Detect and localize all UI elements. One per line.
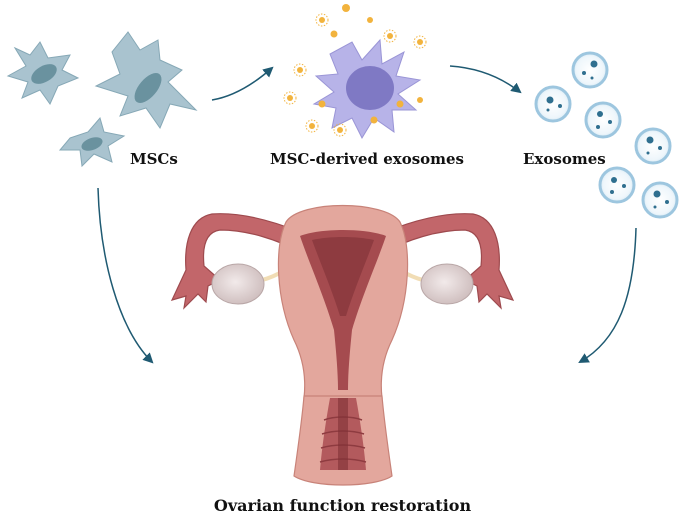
arrow-exosomes-to-ovary <box>578 227 637 364</box>
label-mscs: MSCs <box>130 150 178 168</box>
vesicle-dots <box>287 4 423 133</box>
exosome-5 <box>598 166 636 204</box>
msc-cell-left <box>6 41 80 106</box>
ovary-right <box>420 263 474 305</box>
msc-cell-center <box>94 31 198 130</box>
arrow-mscs-to-exosome-cell <box>211 66 274 101</box>
label-msc-derived-exosomes: MSC-derived exosomes <box>270 150 465 168</box>
ovary-left <box>211 263 265 305</box>
exosome-2 <box>534 85 572 123</box>
exosome-6 <box>641 181 679 219</box>
fallopian-tube-right <box>384 213 515 310</box>
msc-cell-bottom <box>58 116 126 168</box>
arrow-exosome-cell-to-exosomes <box>449 65 522 94</box>
uterus-illustration <box>170 204 515 486</box>
exosome-secreting-cell <box>312 38 422 140</box>
fallopian-tube-left <box>170 213 301 310</box>
exosome-3 <box>584 101 622 139</box>
label-ovarian-function-restoration: Ovarian function restoration <box>213 496 472 515</box>
exosome-1 <box>571 51 609 89</box>
arrow-mscs-to-ovary <box>97 187 154 364</box>
label-exosomes: Exosomes <box>523 150 606 168</box>
exosome-4 <box>634 127 672 165</box>
vesicle-halos <box>283 13 427 137</box>
